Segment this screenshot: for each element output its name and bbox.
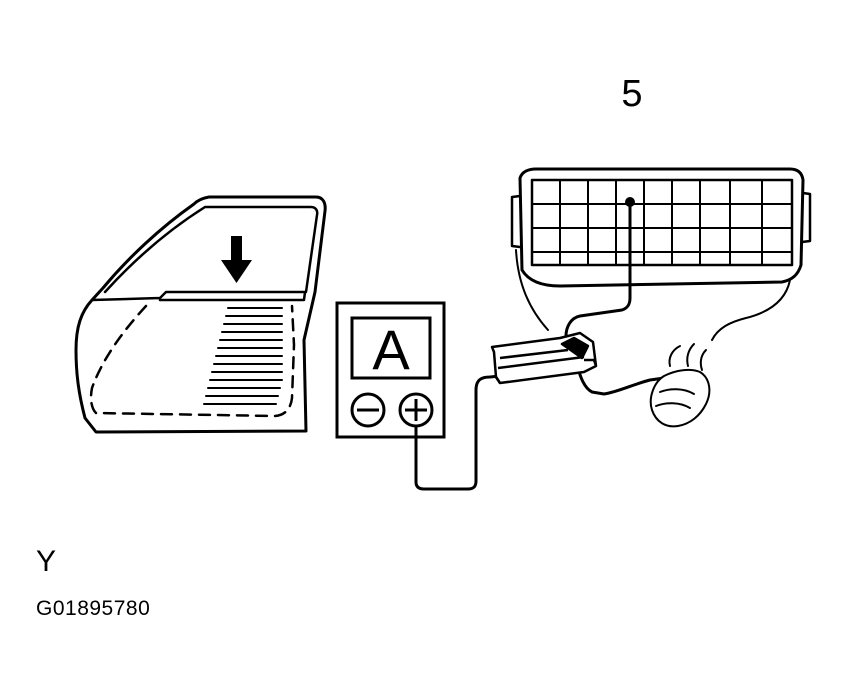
- window-frame-inner: [103, 205, 319, 294]
- return-lead: [575, 363, 666, 396]
- ammeter-body: [335, 301, 446, 439]
- hand-holding-probe: [649, 343, 711, 428]
- positive-lead: [414, 374, 502, 491]
- car-door: [74, 195, 327, 434]
- belt-line: [90, 290, 307, 302]
- probe-lead: [564, 202, 632, 338]
- switch-bezel: [518, 167, 805, 288]
- ammeter-display-letter: A: [372, 318, 410, 381]
- callout-number: 5: [621, 73, 642, 115]
- down-arrow-icon: [221, 236, 252, 283]
- switch-housing: [515, 249, 791, 341]
- door-outline: [74, 195, 327, 434]
- power-window-switch: [510, 167, 812, 341]
- ammeter-display: [350, 316, 432, 380]
- door-panel-dashed: [89, 304, 296, 418]
- probe-contact-point: [625, 197, 635, 207]
- connector-probe: [490, 331, 598, 385]
- ammeter: [335, 301, 446, 439]
- negative-terminal-icon: [350, 392, 386, 428]
- figure-code: G01895780: [36, 597, 151, 620]
- test-leads: [414, 202, 666, 491]
- switch-grid: [531, 179, 793, 266]
- window-glass-lowered: [203, 299, 283, 405]
- view-letter: Y: [36, 545, 57, 578]
